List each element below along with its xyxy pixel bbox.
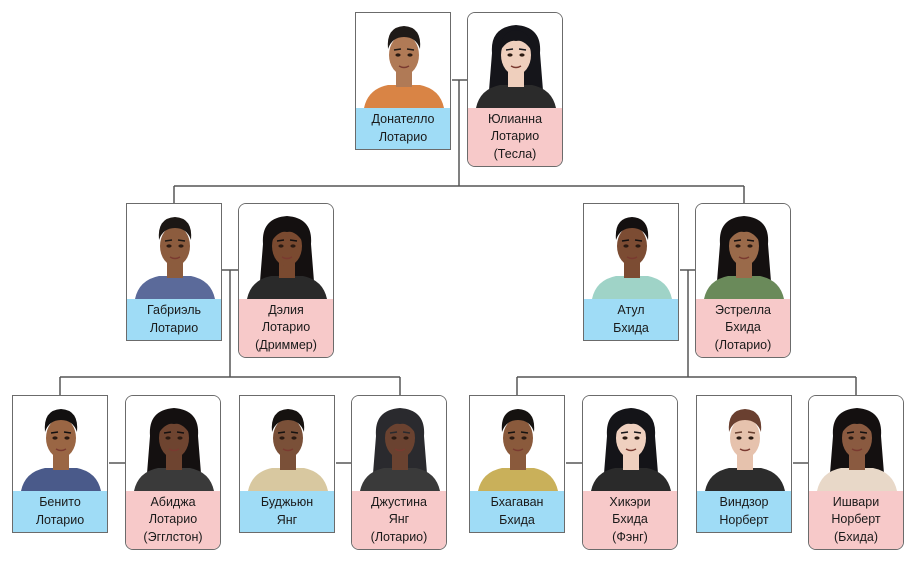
first-name: Абиджа <box>150 494 196 509</box>
surname: Лотарио <box>148 512 198 527</box>
portrait-image <box>356 13 450 108</box>
first-name: Атул <box>617 303 645 317</box>
first-name: Джустина <box>371 494 427 509</box>
name-label: Эстрелла Бхида (Лотарио) <box>696 299 790 357</box>
name-label: Хикэри Бхида (Фэнг) <box>583 491 677 549</box>
maiden-name: (Эгглстон) <box>143 529 203 544</box>
first-name: Буджьюн <box>260 495 314 509</box>
surname: Бхида <box>612 512 648 527</box>
portrait-gabriel <box>127 204 221 299</box>
person-card-yulianna[interactable]: Юлианна Лотарио (Тесла) <box>467 12 563 167</box>
portrait-windsor <box>697 396 791 491</box>
portrait-image <box>696 204 790 299</box>
portrait-image <box>240 396 334 491</box>
person-card-windsor[interactable]: Виндзор Норберт <box>696 395 792 533</box>
name-label: Джустина Янг (Лотарио) <box>352 491 446 549</box>
name-label: Атул Бхида <box>584 299 678 340</box>
first-name: Виндзор <box>719 495 769 509</box>
surname: Норберт <box>719 512 769 527</box>
maiden-name: (Лотарио) <box>370 529 428 544</box>
first-name: Габриэль <box>146 303 202 317</box>
portrait-delia <box>239 204 333 299</box>
portrait-image <box>470 396 564 491</box>
person-card-hikeri[interactable]: Хикэри Бхида (Фэнг) <box>582 395 678 550</box>
first-name: Дэлия <box>268 302 304 317</box>
portrait-donatello <box>356 13 450 108</box>
surname: Лотарио <box>149 320 199 335</box>
portrait-hikeri <box>583 396 677 491</box>
name-label: Виндзор Норберт <box>697 491 791 532</box>
portrait-image <box>583 396 677 491</box>
portrait-dzhustina <box>352 396 446 491</box>
maiden-name: (Дриммер) <box>255 337 317 352</box>
first-name: Донателло <box>371 112 435 126</box>
portrait-image <box>239 204 333 299</box>
surname: Лотарио <box>490 129 540 144</box>
surname: Бхида <box>499 512 535 527</box>
portrait-image <box>13 396 107 491</box>
name-label: Дэлия Лотарио (Дриммер) <box>239 299 333 357</box>
maiden-name: (Бхида) <box>833 529 878 544</box>
name-label: Бенито Лотарио <box>13 491 107 532</box>
person-card-donatello[interactable]: Донателло Лотарио <box>355 12 451 150</box>
first-name: Юлианна <box>487 111 543 126</box>
surname: Лотарио <box>261 320 311 335</box>
name-label: Донателло Лотарио <box>356 108 450 149</box>
portrait-abidzha <box>126 396 220 491</box>
person-card-bkhagavan[interactable]: Бхагаван Бхида <box>469 395 565 533</box>
person-card-benito[interactable]: Бенито Лотарио <box>12 395 108 533</box>
name-label: Юлианна Лотарио (Тесла) <box>468 108 562 166</box>
name-label: Бхагаван Бхида <box>470 491 564 532</box>
first-name: Эстрелла <box>715 302 771 317</box>
portrait-image <box>809 396 903 491</box>
maiden-name: (Тесла) <box>493 146 537 161</box>
name-label: Ишвари Норберт (Бхида) <box>809 491 903 549</box>
person-card-gabriel[interactable]: Габриэль Лотарио <box>126 203 222 341</box>
surname: Янг <box>388 512 410 527</box>
maiden-name: (Лотарио) <box>714 337 772 352</box>
portrait-image <box>697 396 791 491</box>
portrait-image <box>584 204 678 299</box>
portrait-image <box>126 396 220 491</box>
maiden-name: (Фэнг) <box>612 529 648 544</box>
person-card-ishvari[interactable]: Ишвари Норберт (Бхида) <box>808 395 904 550</box>
portrait-image <box>127 204 221 299</box>
portrait-yulianna <box>468 13 562 108</box>
first-name: Хикэри <box>609 494 651 509</box>
person-card-delia[interactable]: Дэлия Лотарио (Дриммер) <box>238 203 334 358</box>
surname: Лотарио <box>378 129 428 144</box>
portrait-benito <box>13 396 107 491</box>
name-label: Буджьюн Янг <box>240 491 334 532</box>
portrait-estrella <box>696 204 790 299</box>
person-card-budzhyun[interactable]: Буджьюн Янг <box>239 395 335 533</box>
portrait-budzhyun <box>240 396 334 491</box>
surname: Бхида <box>725 320 761 335</box>
first-name: Бенито <box>39 495 81 509</box>
surname: Норберт <box>831 512 881 527</box>
person-card-dzhustina[interactable]: Джустина Янг (Лотарио) <box>351 395 447 550</box>
surname: Бхида <box>613 320 649 335</box>
person-card-estrella[interactable]: Эстрелла Бхида (Лотарио) <box>695 203 791 358</box>
portrait-image <box>352 396 446 491</box>
name-label: Габриэль Лотарио <box>127 299 221 340</box>
portrait-atul <box>584 204 678 299</box>
first-name: Бхагаван <box>490 495 544 509</box>
surname: Лотарио <box>35 512 85 527</box>
name-label: Абиджа Лотарио (Эгглстон) <box>126 491 220 549</box>
portrait-image <box>468 13 562 108</box>
surname: Янг <box>276 512 298 527</box>
person-card-abidzha[interactable]: Абиджа Лотарио (Эгглстон) <box>125 395 221 550</box>
portrait-bkhagavan <box>470 396 564 491</box>
person-card-atul[interactable]: Атул Бхида <box>583 203 679 341</box>
first-name: Ишвари <box>832 494 880 509</box>
portrait-ishvari <box>809 396 903 491</box>
